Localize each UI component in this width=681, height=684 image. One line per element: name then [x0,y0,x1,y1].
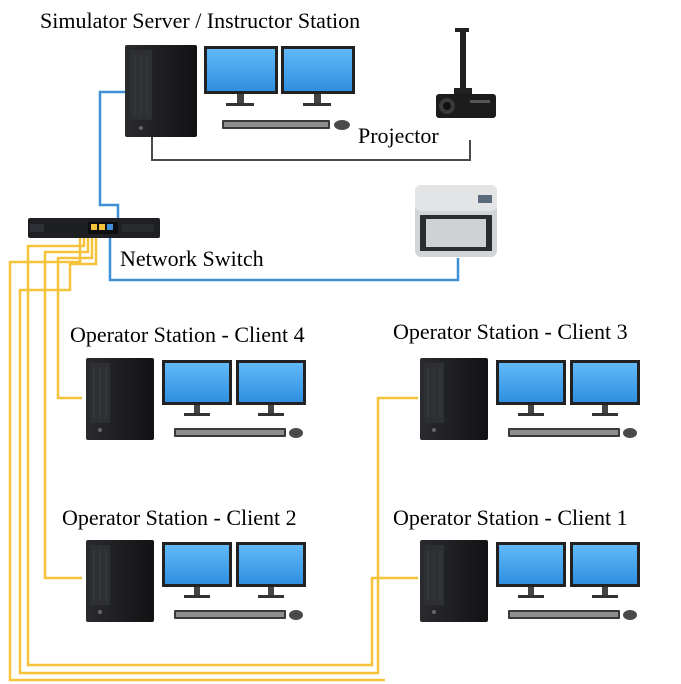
workstation-client-4 [85,357,307,441]
ethernet-cable-printer [108,238,460,282]
monitor-icon [281,46,355,106]
server-label: Simulator Server / Instructor Station [40,8,361,33]
keyboard-icon [222,120,330,129]
server-station [125,45,355,137]
tower-pc-icon [125,45,197,137]
mouse-icon [334,120,350,130]
ethernet-cable-server [98,90,125,228]
ethernet-cables-clients [8,236,418,682]
client3-label: Operator Station - Client 3 [393,319,628,344]
client1-label: Operator Station - Client 1 [393,505,628,530]
workstation-client-3 [419,357,641,441]
printer-icon [415,185,497,257]
workstation-client-1 [419,539,641,623]
network-switch-icon [28,218,160,238]
projector-label: Projector [356,123,441,148]
client2-label: Operator Station - Client 2 [62,505,297,530]
video-cable [151,130,471,161]
client4-label: Operator Station - Client 4 [70,322,305,347]
workstation-client-2 [85,539,307,623]
network-switch-label: Network Switch [120,246,264,271]
projector-icon [436,28,496,118]
monitor-icon [204,46,278,106]
